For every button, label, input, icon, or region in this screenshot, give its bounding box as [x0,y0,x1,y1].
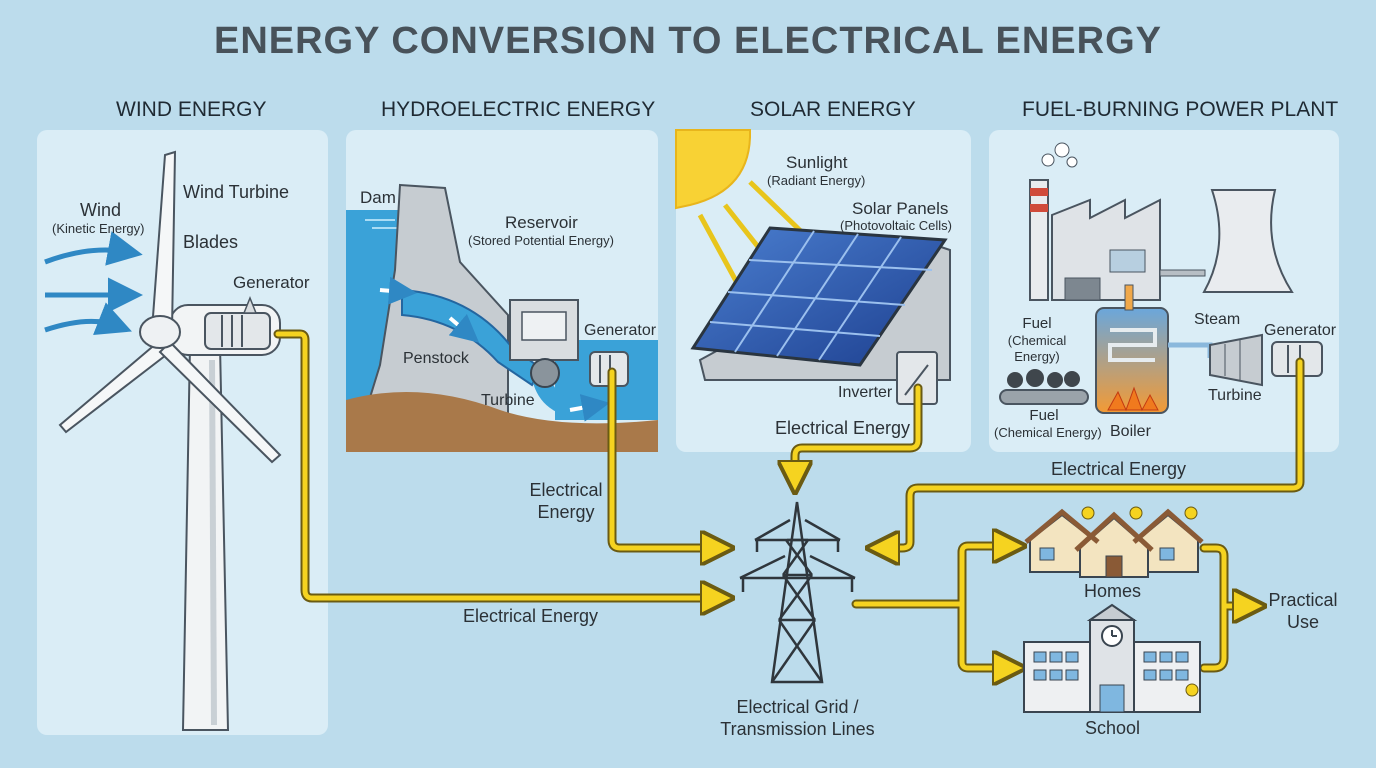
grid-label-2: Transmission Lines [720,719,875,739]
fuel2-label: Fuel [1029,407,1059,424]
solar-electrical-label: Electrical Energy [775,418,911,438]
hydro-electrical-label-1: Electrical [529,480,603,500]
practical-use-label-2: Use [1286,612,1319,632]
hydro-turbine-label: Turbine [481,392,535,409]
solar-panels-sub-label: (Photovoltaic Cells) [840,218,952,233]
fuel-sub2-label: Energy) [1014,349,1060,364]
practical-use-label-1: Practical [1268,590,1338,610]
hydro-electrical-label-2: Energy [537,502,595,522]
reservoir-label: Reservoir [505,213,578,232]
reservoir-sub-label: (Stored Potential Energy) [468,233,614,248]
homes-label: Homes [1084,581,1142,601]
wind-arrows [44,231,143,335]
solar-illustration [675,129,951,405]
section-title-wind: WIND ENERGY [116,98,267,121]
fuel-label: Fuel [1022,315,1052,332]
dam-label: Dam [360,188,396,207]
blades-label: Blades [183,232,239,252]
transmission-tower [739,501,856,684]
fuel-turbine-label: Turbine [1208,387,1262,404]
fuel2-sub-label: (Chemical Energy) [994,425,1102,440]
page-title: ENERGY CONVERSION TO ELECTRICAL ENERGY [213,20,1163,62]
hydro-generator-label: Generator [584,322,657,339]
fuel-electrical-label: Electrical Energy [1051,459,1187,479]
section-title-solar: SOLAR ENERGY [750,98,916,121]
fuel-generator-label: Generator [1264,322,1337,339]
wind-generator-label: Generator [233,273,310,292]
school-illustration [1023,603,1201,713]
wind-label: Wind [80,200,122,220]
sunlight-sub-label: (Radiant Energy) [767,173,866,188]
fuel-sub1-label: (Chemical [1007,333,1067,348]
sunlight-label: Sunlight [786,153,848,172]
section-title-hydro: HYDROELECTRIC ENERGY [381,98,656,121]
wind-electrical-label: Electrical Energy [463,606,599,626]
wind-turbine-label: Wind Turbine [183,182,290,202]
boiler-label: Boiler [1110,423,1151,440]
penstock-label: Penstock [403,350,469,367]
inverter-label: Inverter [838,384,893,401]
steam-label: Steam [1194,311,1241,328]
school-label: School [1085,718,1141,738]
homes-illustration [1024,506,1204,578]
wind-kinetic-label: (Kinetic Energy) [52,221,145,236]
solar-panels-label: Solar Panels [852,199,949,218]
section-title-fuel: FUEL-BURNING POWER PLANT [1022,98,1339,121]
energy-wires [273,329,1305,668]
grid-label-1: Electrical Grid / [736,697,859,717]
